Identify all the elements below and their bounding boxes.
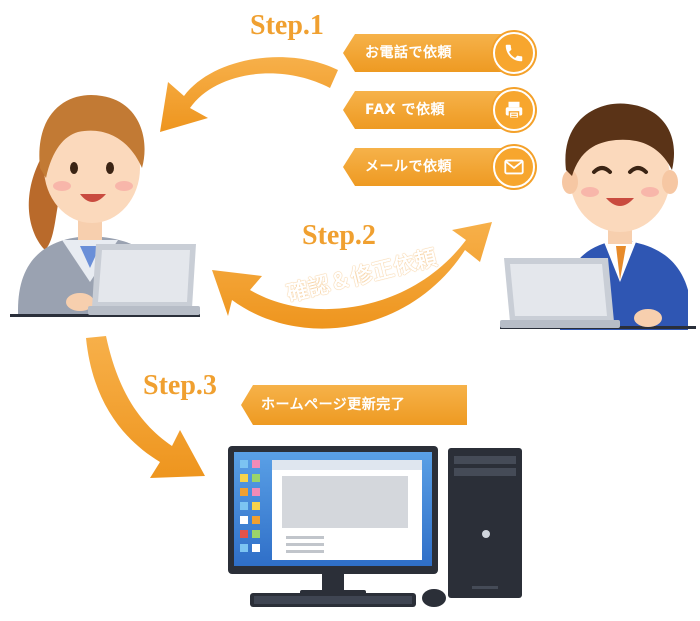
tag-background [343, 91, 515, 129]
method-tag-phone: お電話で依頼 [343, 32, 535, 74]
method-label-mail: メールで依頼 [365, 159, 452, 175]
step2-double-arrow [212, 222, 492, 329]
step1-title: Step.1 [250, 10, 324, 41]
step1-arrow [160, 57, 338, 132]
step2-label-container: 確認＆修正依頼 [270, 246, 450, 310]
method-tag-mail: メールで依頼 [343, 146, 535, 188]
tag-background [343, 148, 515, 186]
phone-icon [493, 32, 535, 74]
man-client-illustration [500, 103, 696, 330]
step2-title: Step.2 [302, 220, 376, 251]
step2-label: 確認＆修正依頼 [284, 245, 440, 308]
method-tag-fax: FAX で依頼 [343, 89, 535, 131]
desktop-computer-illustration [228, 446, 522, 607]
step3-tag: ホームページ更新完了 [241, 385, 467, 425]
tag-background [343, 34, 515, 72]
fax-icon [493, 89, 535, 131]
method-label-fax: FAX で依頼 [365, 102, 445, 118]
mail-icon [493, 146, 535, 188]
step3-label: ホームページ更新完了 [261, 397, 406, 413]
method-label-phone: お電話で依頼 [365, 45, 452, 61]
step3-arrow [86, 336, 205, 478]
step3-title: Step.3 [143, 370, 217, 401]
woman-operator-illustration [10, 94, 200, 317]
